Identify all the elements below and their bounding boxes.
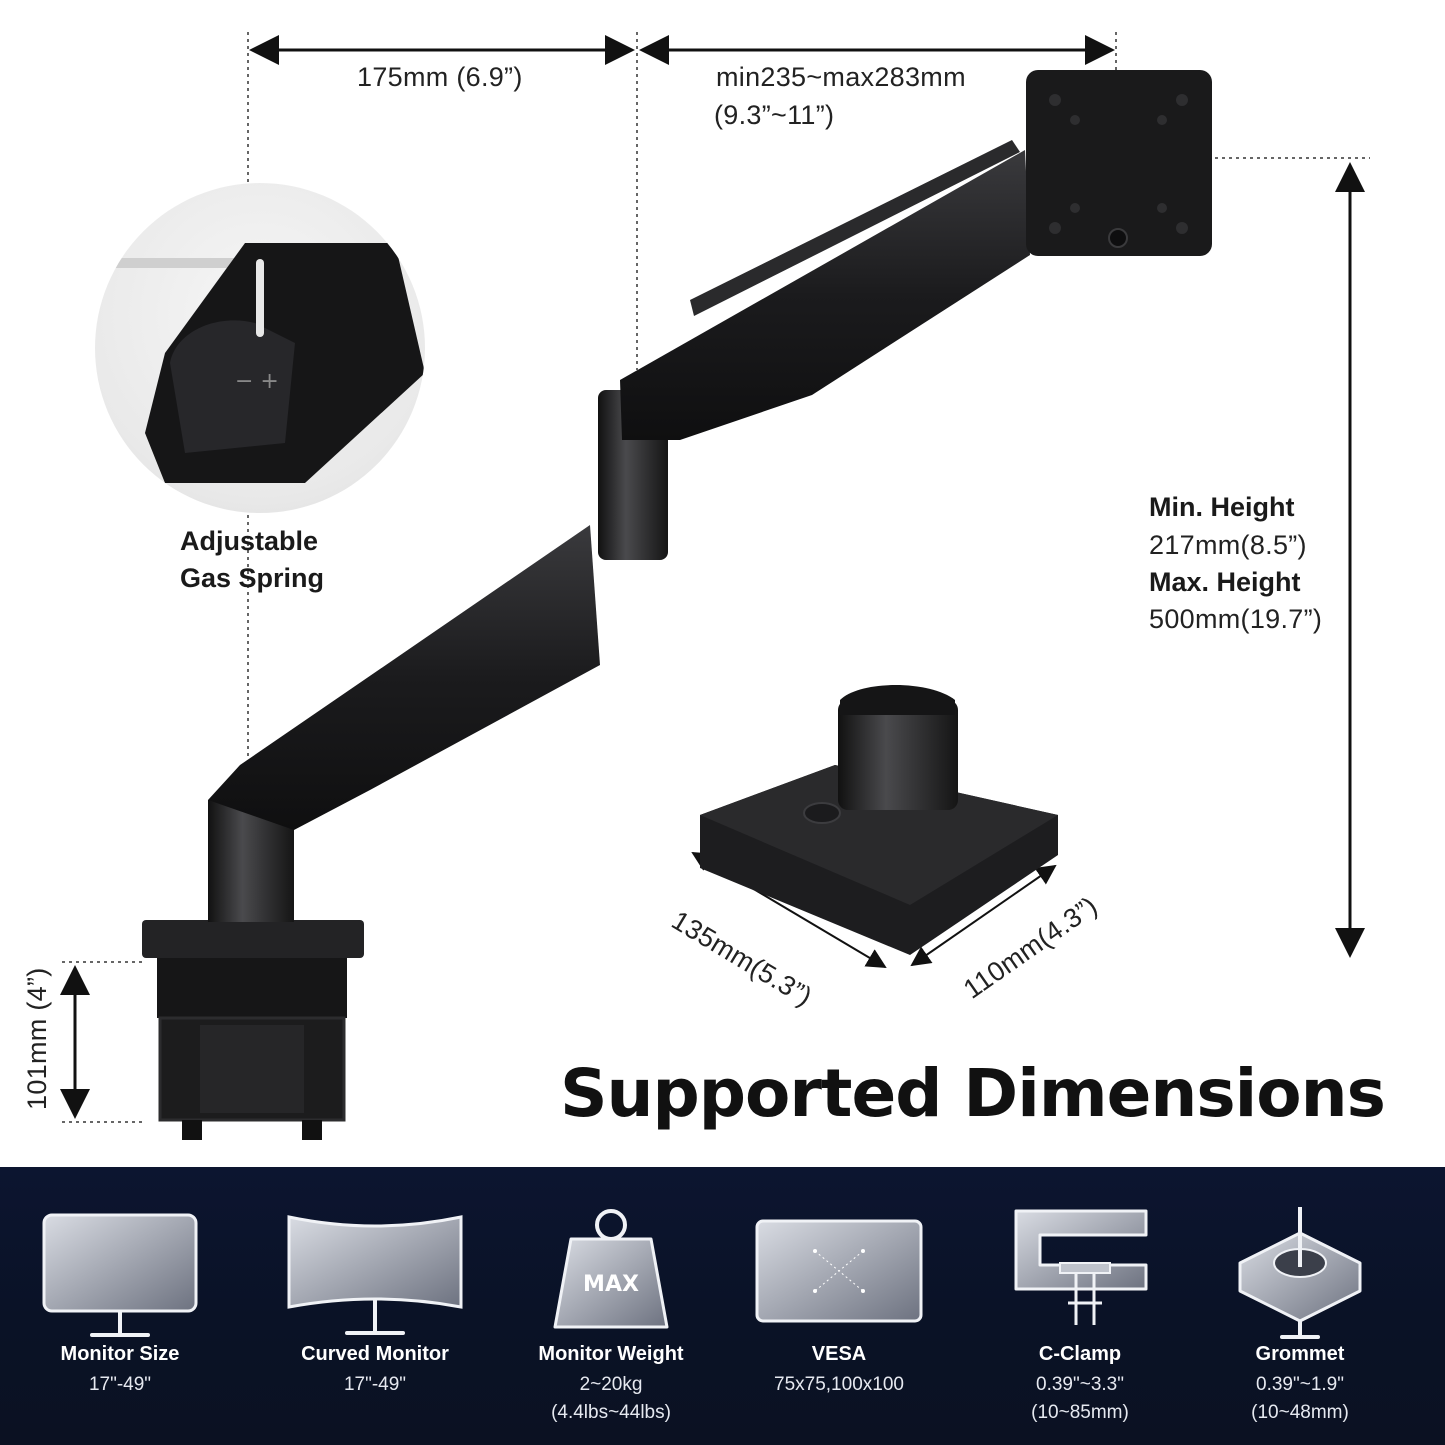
gas-spring-callout-line1: Adjustable [180,526,319,556]
feature-label: Monitor Weight [538,1343,684,1365]
grommet-icon [1238,1207,1362,1339]
feature-c-clamp: C-Clamp 0.39"~3.3"(10~85mm) [960,1167,1200,1445]
feature-value: 75x75,100x100 [774,1374,904,1395]
max-height-label: Max. Height [1149,567,1301,597]
feature-value: 17"-49" [88,1374,152,1395]
svg-text:− +: − + [235,369,279,394]
min-height-value: 217mm(8.5”) [1149,530,1307,560]
vesa-icon [755,1219,923,1323]
feature-value: 17"-49" [343,1374,407,1395]
feature-value: 2~20kg(4.4lbs~44lbs) [551,1374,671,1423]
feature-label: Grommet [1255,1343,1345,1365]
feature-label: VESA [811,1343,867,1365]
feature-vesa: VESA 75x75,100x100 [719,1167,959,1445]
c-clamp-icon [1014,1209,1148,1325]
feature-label: Curved Monitor [301,1343,449,1365]
gas-spring-zoom-image: − + [95,183,425,513]
feature-value: 0.39"~3.3"(10~85mm) [1031,1374,1129,1423]
features-band [0,1167,1445,1445]
clamp-height-label: 101mm (4”) [22,967,52,1110]
gas-spring-detail-illustration: − + [105,243,425,483]
min-height-label: Min. Height [1149,492,1295,522]
max-height-value: 500mm(19.7”) [1149,604,1323,634]
arm2-length-mm-label: min235~max283mm [716,62,966,92]
feature-curved-monitor: Curved Monitor 17"-49" [255,1167,495,1445]
monitor-arm-illustration [142,70,1212,1140]
weight-icon: MAX [553,1209,669,1329]
page-title: Supported Dimensions [560,1055,1386,1132]
feature-monitor-size: Monitor Size 17"-49" [0,1167,240,1445]
feature-label: Monitor Size [60,1343,180,1365]
feature-grommet: Grommet 0.39"~1.9"(10~48mm) [1180,1167,1420,1445]
feature-label: C-Clamp [1038,1343,1122,1365]
feature-monitor-weight: MAX Monitor Weight 2~20kg(4.4lbs~44lbs) [491,1167,731,1445]
feature-value: 0.39"~1.9"(10~48mm) [1251,1374,1349,1423]
arm1-length-label: 175mm (6.9”) [357,62,523,92]
gas-spring-callout-line2: Gas Spring [180,563,325,593]
curved-monitor-icon [287,1215,463,1335]
arm2-length-in-label: (9.3”~11”) [714,100,835,130]
weight-max-text: MAX [583,1272,639,1297]
monitor-icon [42,1213,198,1337]
